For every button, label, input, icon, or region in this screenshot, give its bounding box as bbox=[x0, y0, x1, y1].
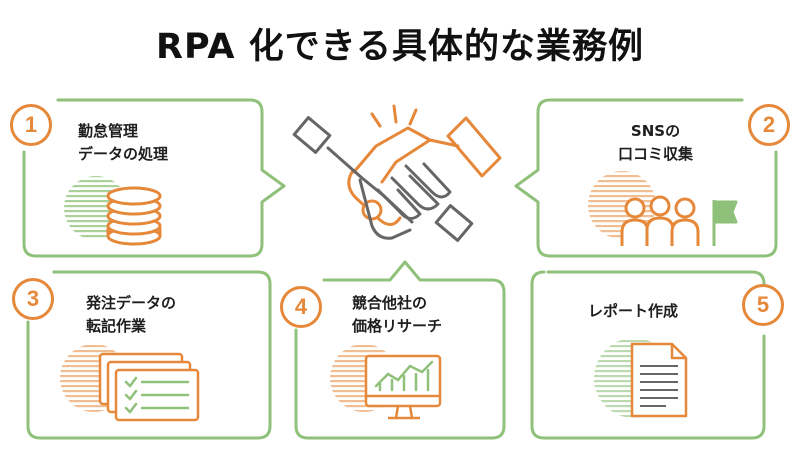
item-3-line2: 転記作業 bbox=[86, 317, 147, 335]
item-4-label: 競合他社の 価格リサーチ bbox=[352, 292, 442, 338]
handshake-icon bbox=[292, 104, 502, 242]
checklist-documents-icon bbox=[98, 352, 200, 422]
item-3-label: 発注データの 転記作業 bbox=[86, 292, 176, 338]
people-flag-icon bbox=[620, 195, 738, 246]
item-1-line2: データの処理 bbox=[78, 145, 169, 163]
panel-1-frame bbox=[22, 98, 286, 258]
step-number-4: 4 bbox=[280, 286, 322, 328]
item-2-label: SNSの 口コミ収集 bbox=[618, 120, 693, 166]
item-5-label: レポート作成 bbox=[588, 300, 678, 323]
panel-5-frame bbox=[530, 270, 766, 440]
panel-4-frame bbox=[294, 260, 506, 440]
panel-3-frame bbox=[26, 270, 272, 440]
item-1-label: 勤怠管理 データの処理 bbox=[78, 120, 168, 166]
item-3-line1: 発注データの bbox=[86, 294, 177, 312]
item-2-line2: 口コミ収集 bbox=[618, 145, 694, 163]
item-4-line2: 価格リサーチ bbox=[352, 317, 443, 335]
monitor-chart-icon bbox=[364, 354, 442, 420]
coin-stack-icon bbox=[106, 186, 162, 246]
item-4-line1: 競合他社の bbox=[352, 294, 428, 312]
step-number-3: 3 bbox=[12, 278, 54, 320]
panel-2-frame bbox=[514, 98, 778, 258]
step-number-1: 1 bbox=[10, 104, 52, 146]
step-number-5: 5 bbox=[742, 284, 784, 326]
step-number-2: 2 bbox=[748, 104, 790, 146]
item-5-line1: レポート作成 bbox=[588, 302, 679, 320]
diagram-title: RPA 化できる具体的な業務例 bbox=[156, 27, 644, 67]
item-2-line1: SNSの bbox=[630, 122, 681, 140]
item-1-line1: 勤怠管理 bbox=[78, 122, 139, 140]
document-icon bbox=[630, 342, 688, 418]
